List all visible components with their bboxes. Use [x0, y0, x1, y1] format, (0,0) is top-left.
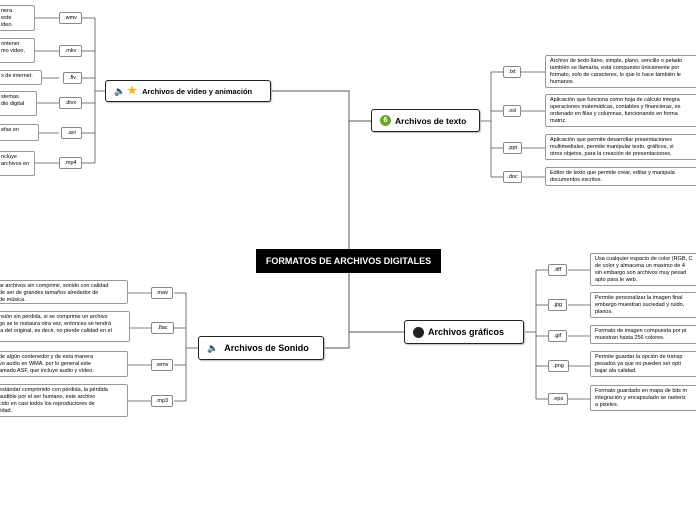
ext-mp3[interactable]: .mp3: [151, 395, 173, 407]
image-icon: [413, 326, 424, 338]
topic-texto[interactable]: 6 Archivos de texto: [371, 109, 480, 132]
topic-sonido-label: Archivos de Sonido: [224, 343, 309, 353]
topic-video[interactable]: 🔈 ★ Archivos de video y animación: [105, 80, 271, 102]
speaker-icon: 🔈: [114, 85, 126, 96]
desc-flv[interactable]: s de internet.: [0, 70, 42, 85]
number-icon: 6: [380, 115, 391, 126]
desc-mp3[interactable]: estándar comprimido con pérdida, la pérd…: [0, 384, 128, 417]
ext-label: .divx: [64, 100, 77, 106]
topic-video-label: Archivos de video y animación: [142, 86, 253, 96]
speaker-icon: 🔈: [207, 342, 219, 353]
ext-jpg[interactable]: .jpg: [548, 299, 567, 311]
desc-flac[interactable]: nsión sin pérdida, si se comprime un arc…: [0, 311, 130, 342]
ext-eps[interactable]: .eps: [548, 393, 568, 405]
central-topic-label: FORMATOS DE ARCHIVOS DIGITALES: [265, 256, 432, 266]
desc-xsl[interactable]: Aplicación que funciona como hoja de cál…: [545, 94, 696, 127]
ext-xsl[interactable]: .xsl: [503, 105, 521, 117]
ext-label: .doc: [507, 174, 518, 180]
topic-graficos[interactable]: Archivos gráficos: [404, 320, 524, 344]
desc-jpg[interactable]: Permite personalizar la imagen final emb…: [590, 292, 696, 318]
ext-label: .eps: [552, 396, 564, 402]
topic-graficos-label: Archivos gráficos: [428, 327, 505, 337]
ext-label: .jpg: [553, 302, 562, 308]
desc-wmv-video[interactable]: nera este ideo.: [0, 5, 35, 31]
ext-label: .png: [553, 363, 564, 369]
ext-txt[interactable]: .txt: [503, 66, 521, 78]
ext-wmv[interactable]: .wmv: [59, 12, 82, 24]
ext-label: .mp4: [64, 160, 77, 166]
desc-png[interactable]: Permite guardar la opción de transp pesa…: [590, 351, 696, 377]
central-topic[interactable]: FORMATOS DE ARCHIVOS DIGITALES: [256, 249, 441, 273]
ext-label: .xsl: [507, 108, 517, 114]
desc-wmv-audio[interactable]: de algún contenedor y de esta manera vo …: [0, 351, 128, 377]
ext-label: .wmv: [64, 15, 77, 21]
star-icon: ★: [127, 84, 138, 97]
desc-avi[interactable]: efas en: [0, 124, 39, 141]
desc-divx[interactable]: stemas dio digital: [0, 91, 37, 116]
ext-label: .gif: [553, 333, 562, 339]
ext-tiff[interactable]: .tiff: [548, 264, 567, 276]
ext-label: .mav: [156, 290, 168, 296]
ext-flv[interactable]: .flv: [63, 72, 82, 84]
ext-flac[interactable]: .flac: [151, 322, 174, 334]
desc-mkv[interactable]: ontener mo video,: [0, 38, 35, 63]
ext-label: .avi: [67, 130, 76, 136]
ext-mp4[interactable]: .mp4: [59, 157, 82, 169]
ext-label: .flv: [68, 75, 77, 81]
ext-gif[interactable]: .gif: [548, 330, 567, 342]
desc-ppt[interactable]: Aplicación que permite desarrollar prese…: [545, 134, 696, 160]
desc-txt[interactable]: Archivo de texto llano, simple, plano, s…: [545, 55, 696, 88]
connector: [324, 273, 350, 349]
ext-label: .flac: [157, 325, 168, 331]
ext-png[interactable]: .png: [548, 360, 569, 372]
ext-doc[interactable]: .doc: [503, 171, 522, 183]
topic-texto-label: Archivos de texto: [395, 115, 467, 126]
ext-avi[interactable]: .avi: [61, 127, 82, 139]
desc-tiff[interactable]: Usa cualquier espacio de color (RGB, C d…: [590, 253, 696, 286]
ext-label: .txt: [508, 69, 516, 75]
connector: [271, 90, 350, 249]
ext-label: .tiff: [553, 267, 562, 273]
connector: [348, 273, 404, 333]
ext-mkv[interactable]: .mkv: [59, 45, 82, 57]
connector: [348, 120, 371, 249]
ext-label: .ppt: [507, 145, 518, 151]
ext-ppt[interactable]: .ppt: [503, 142, 522, 154]
ext-divx[interactable]: .divx: [59, 97, 82, 109]
ext-label: .mp3: [155, 398, 169, 404]
desc-doc[interactable]: Editor de texto que permite crear, edita…: [545, 167, 696, 186]
ext-mav[interactable]: .mav: [151, 287, 173, 299]
ext-label: .mkv: [64, 48, 77, 54]
desc-mp4[interactable]: ncluye archivos en: [0, 151, 35, 176]
desc-gif[interactable]: Formato de imagen compuesta por pi muest…: [590, 325, 696, 344]
desc-mav[interactable]: ar archivos sin comprimir, sonido con ca…: [0, 280, 128, 304]
desc-eps[interactable]: Formato guardado en mapa de bits m integ…: [590, 385, 696, 411]
ext-label: .wmv: [155, 362, 169, 368]
ext-wmv-audio[interactable]: .wmv: [151, 359, 173, 371]
topic-sonido[interactable]: 🔈 Archivos de Sonido: [198, 336, 324, 360]
